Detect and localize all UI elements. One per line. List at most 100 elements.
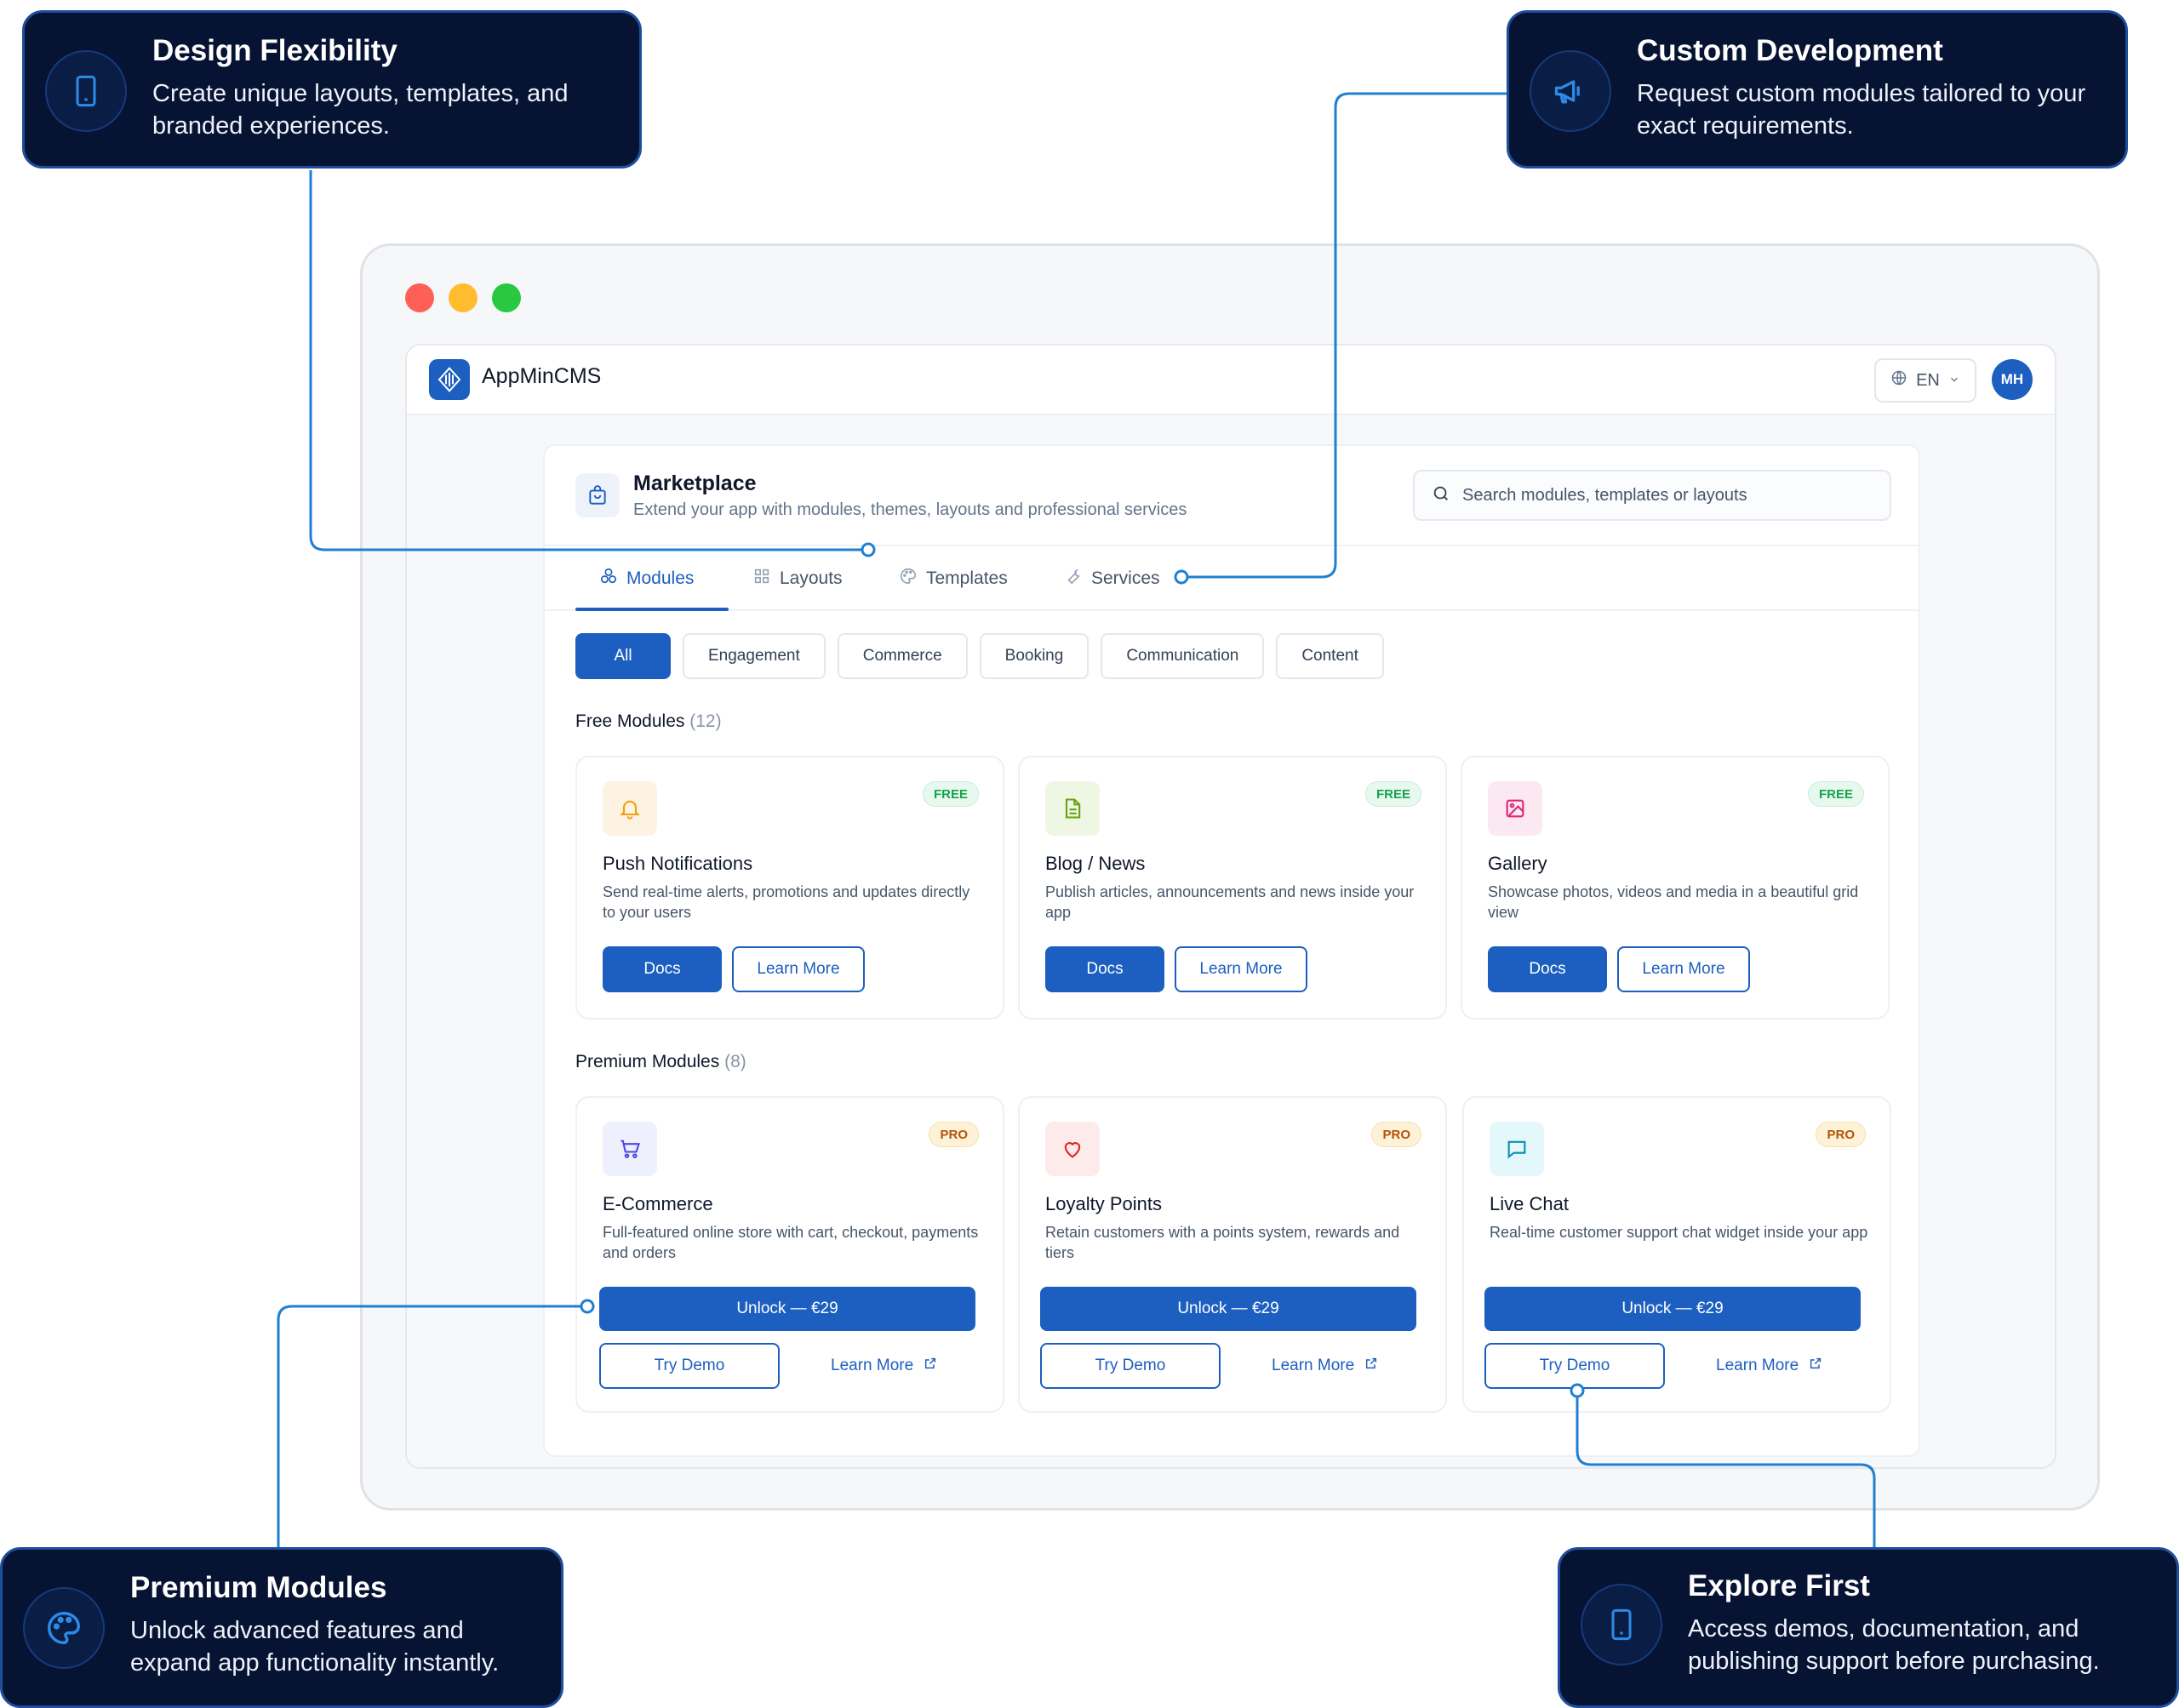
maximize-window-dot[interactable]	[492, 283, 521, 312]
try-demo-button[interactable]: Try Demo	[599, 1343, 780, 1389]
callout-description: Access demos, documentation, and publish…	[1688, 1615, 2100, 1675]
unlock-button[interactable]: Unlock — €29	[1040, 1287, 1416, 1331]
module-description: Real-time customer support chat widget i…	[1490, 1224, 1868, 1241]
module-card-loyalty-points: PRO Loyalty Points Retain customers with…	[1018, 1096, 1447, 1413]
tab-layouts[interactable]: Layouts	[752, 546, 843, 611]
search-icon	[1432, 484, 1450, 507]
module-card-live-chat: PRO Live Chat Real-time customer support…	[1462, 1096, 1891, 1413]
tab-label: Modules	[626, 568, 695, 588]
tab-label: Layouts	[780, 568, 843, 588]
app-logo-icon[interactable]	[429, 359, 470, 400]
pro-badge: PRO	[1816, 1122, 1866, 1147]
close-window-dot[interactable]	[405, 283, 434, 312]
smartphone-icon	[45, 50, 127, 132]
image-icon	[1488, 781, 1542, 836]
module-card-gallery: FREE Gallery Showcase photos, videos and…	[1461, 756, 1890, 1020]
category-filters: All Engagement Commerce Booking Communic…	[575, 633, 1384, 679]
chevron-down-icon	[1948, 371, 1960, 391]
smartphone-icon	[1581, 1584, 1662, 1665]
try-demo-button[interactable]: Try Demo	[1040, 1343, 1221, 1389]
learn-more-button[interactable]: Learn More	[1175, 946, 1307, 992]
section-count: (8)	[724, 1052, 746, 1071]
filter-commerce[interactable]: Commerce	[837, 633, 968, 679]
callout-description: Unlock advanced features and expand app …	[130, 1617, 500, 1677]
language-selector[interactable]: EN	[1874, 358, 1976, 403]
palette-icon	[23, 1587, 105, 1669]
tab-label: Services	[1091, 568, 1160, 588]
docs-button[interactable]: Docs	[1488, 946, 1607, 992]
free-badge: FREE	[1364, 781, 1421, 807]
search-input[interactable]	[1462, 485, 1862, 506]
callout-explore-first: Explore First Access demos, documentatio…	[1558, 1547, 2179, 1708]
language-label: EN	[1916, 370, 1940, 390]
module-title: E-Commerce	[603, 1193, 713, 1214]
filter-booking[interactable]: Booking	[979, 633, 1090, 679]
page-subtitle: Extend your app with modules, themes, la…	[633, 500, 1187, 519]
callout-title: Premium Modules	[130, 1571, 387, 1604]
palette-icon	[899, 567, 918, 591]
page-title: Marketplace	[633, 471, 757, 495]
window-controls	[405, 283, 521, 312]
app-brand-name[interactable]: AppMinCMS	[482, 364, 602, 388]
learn-more-link[interactable]: Learn More	[831, 1343, 937, 1389]
premium-modules-heading: Premium Modules (8)	[575, 1052, 746, 1072]
user-avatar[interactable]: MH	[1992, 359, 2033, 400]
minimize-window-dot[interactable]	[449, 283, 478, 312]
section-count: (12)	[689, 711, 722, 731]
callout-description: Request custom modules tailored to your …	[1637, 80, 2086, 140]
callout-premium-modules: Premium Modules Unlock advanced features…	[0, 1547, 563, 1708]
tab-modules[interactable]: Modules	[599, 546, 694, 611]
filter-content[interactable]: Content	[1276, 633, 1384, 679]
section-label: Free Modules	[575, 711, 685, 731]
active-tab-indicator	[575, 608, 729, 611]
filter-engagement[interactable]: Engagement	[683, 633, 826, 679]
module-card-blog-news: FREE Blog / News Publish articles, annou…	[1018, 756, 1447, 1020]
external-link-icon	[1364, 1357, 1378, 1375]
unlock-button[interactable]: Unlock — €29	[599, 1287, 975, 1331]
module-card-push-notifications: FREE Push Notifications Send real-time a…	[575, 756, 1004, 1020]
tab-services[interactable]: Services	[1064, 546, 1160, 611]
learn-more-button[interactable]: Learn More	[732, 946, 865, 992]
module-description: Publish articles, announcements and news…	[1045, 883, 1415, 921]
megaphone-icon	[1530, 50, 1611, 132]
learn-more-link[interactable]: Learn More	[1716, 1343, 1822, 1389]
module-description: Retain customers with a points system, r…	[1045, 1224, 1400, 1261]
free-badge: FREE	[922, 781, 979, 807]
pro-badge: PRO	[1371, 1122, 1421, 1147]
callout-title: Explore First	[1688, 1569, 1870, 1602]
callout-title: Custom Development	[1637, 34, 1943, 67]
grid-icon	[752, 567, 771, 591]
tab-bar: Modules Layouts Templates	[545, 545, 1919, 611]
link-label: Learn More	[1716, 1357, 1799, 1374]
unlock-button[interactable]: Unlock — €29	[1484, 1287, 1861, 1331]
try-demo-button[interactable]: Try Demo	[1484, 1343, 1665, 1389]
search-box[interactable]	[1413, 470, 1891, 521]
external-link-icon	[1809, 1357, 1822, 1375]
cart-icon	[603, 1122, 657, 1176]
shopping-bag-icon	[575, 473, 620, 517]
external-link-icon	[924, 1357, 937, 1375]
learn-more-button[interactable]: Learn More	[1617, 946, 1750, 992]
globe-icon	[1890, 369, 1907, 391]
docs-button[interactable]: Docs	[603, 946, 722, 992]
free-badge: FREE	[1807, 781, 1864, 807]
learn-more-link[interactable]: Learn More	[1272, 1343, 1378, 1389]
link-label: Learn More	[831, 1357, 914, 1374]
top-bar: AppMinCMS EN MH	[407, 346, 2055, 415]
chat-icon	[1490, 1122, 1544, 1176]
app-shell: AppMinCMS EN MH Marketplace Extend your …	[405, 344, 2056, 1469]
bell-icon	[603, 781, 657, 836]
module-card-e-commerce: PRO E-Commerce Full-featured online stor…	[575, 1096, 1004, 1413]
filter-all[interactable]: All	[575, 633, 671, 679]
module-description: Showcase photos, videos and media in a b…	[1488, 883, 1859, 921]
callout-design-flexibility: Design Flexibility Create unique layouts…	[22, 10, 642, 169]
tab-templates[interactable]: Templates	[899, 546, 1008, 611]
filter-communication[interactable]: Communication	[1101, 633, 1265, 679]
tab-label: Templates	[926, 568, 1008, 588]
docs-button[interactable]: Docs	[1045, 946, 1164, 992]
heart-icon	[1045, 1122, 1100, 1176]
callout-title: Design Flexibility	[152, 34, 397, 67]
section-label: Premium Modules	[575, 1052, 720, 1071]
modules-icon	[599, 567, 618, 591]
module-title: Loyalty Points	[1045, 1193, 1162, 1214]
